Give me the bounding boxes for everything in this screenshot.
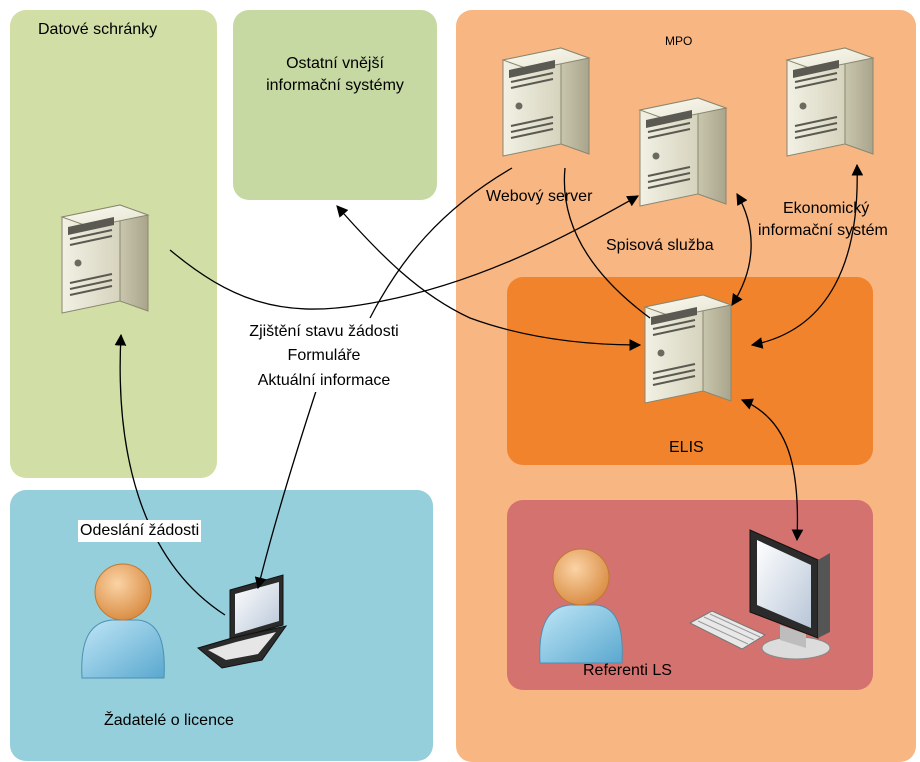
desktop-computer-icon: [688, 529, 831, 660]
referenti-label: Referenti LS: [583, 662, 672, 679]
webovy-server-icon: [502, 47, 590, 157]
zadatel-person-icon: [81, 563, 165, 679]
zone-ostatni-systemy: [233, 10, 437, 200]
elis-server-icon: [644, 294, 732, 404]
webovy-server-label: Webový server: [486, 188, 593, 205]
ostatni-systemy-label-line2: informační systémy: [266, 77, 404, 94]
arrow-ostatni-elis: [336, 205, 642, 351]
arrow-spisova-elis: [731, 192, 752, 306]
ekonomicky-label-line1: Ekonomický: [783, 200, 870, 217]
arrow-laptop-datove: [114, 333, 226, 616]
spisova-sluzba-label: Spisová služba: [606, 237, 714, 254]
arrow-webovy-laptop-down: [254, 384, 319, 590]
arrow-laptop-webovy-up: [369, 167, 513, 319]
ekonomicky-server-icon: [786, 47, 874, 157]
arrow-ekonomicky-elis: [750, 163, 864, 349]
portal-services-line2: Formuláře: [229, 345, 419, 367]
ostatni-systemy-label-line1: Ostatní vnější: [286, 55, 384, 72]
ekonomicky-label-line2: informační systém: [758, 222, 888, 239]
portal-services-line1: Zjištění stavu žádosti: [229, 321, 419, 343]
referent-person-icon: [539, 548, 623, 664]
arrow-webovy-elis: [563, 167, 651, 319]
datove-schranky-label: Datové schránky: [38, 21, 158, 38]
portal-services-line3: Aktuální informace: [229, 370, 419, 392]
arrow-elis-referenti: [740, 398, 804, 542]
odeslani-zadosti-label: Odeslání žádosti: [78, 520, 202, 542]
laptop-icon: [196, 574, 288, 669]
mpo-label: MPO: [665, 34, 693, 48]
arrow-datove-spisova: [169, 195, 640, 310]
zadatele-label: Žadatelé o licence: [104, 712, 234, 729]
elis-label: ELIS: [669, 439, 704, 456]
datove-schranky-server-icon: [61, 204, 149, 314]
spisova-sluzba-server-icon: [639, 97, 727, 207]
